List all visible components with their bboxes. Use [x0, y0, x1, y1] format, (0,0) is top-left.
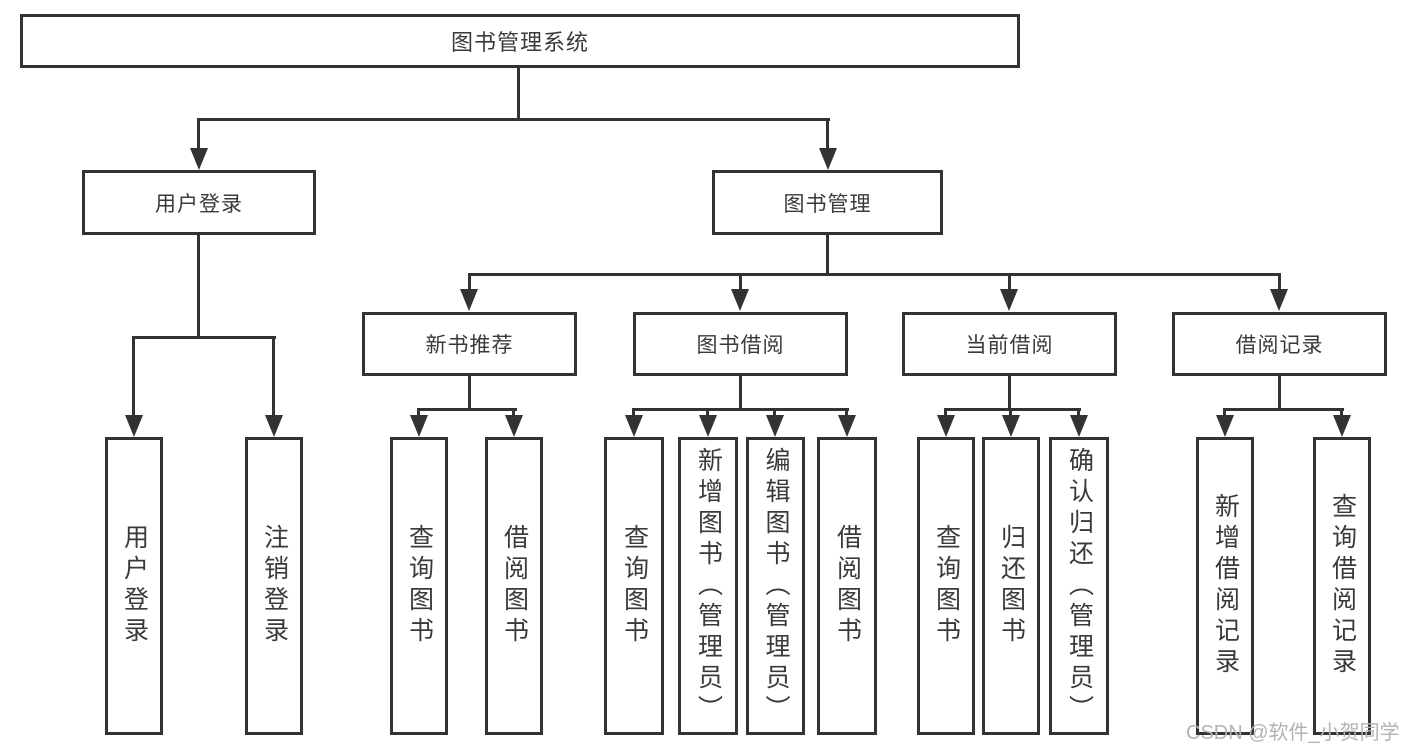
node-library-system: 图书管理系统: [20, 14, 1020, 68]
arrow-down-icon: [1000, 289, 1018, 311]
arrow-down-icon: [625, 415, 643, 437]
connector-user-login-hbar: [132, 336, 276, 339]
connector-leaf-stem: [272, 336, 275, 417]
arrow-down-icon: [505, 415, 523, 437]
node-new-book-recommend: 新书推荐: [362, 312, 577, 376]
node-borrowing-records-label: 借阅记录: [1235, 334, 1324, 357]
leaf-add-borrow-record-label: 新增借阅记录: [1211, 493, 1240, 679]
connector-hbar: [1223, 408, 1344, 411]
leaf-add-book-admin-label: 新增图书（管理员）: [694, 446, 723, 726]
node-borrowing-records: 借阅记录: [1172, 312, 1387, 376]
connector-hbar: [632, 408, 849, 411]
node-book-borrowing-label: 图书借阅: [696, 334, 785, 357]
leaf-query-borrow-record-label: 查询借阅记录: [1328, 493, 1357, 679]
node-book-management: 图书管理: [712, 170, 943, 235]
connector-level2-hbar: [468, 273, 1281, 276]
connector-vline: [1008, 374, 1011, 408]
connector-book-management-stem: [826, 118, 829, 150]
connector-user-login-stem: [197, 118, 200, 150]
connector-root-stem: [517, 66, 520, 118]
node-new-book-recommend-label: 新书推荐: [425, 334, 514, 357]
connector-branch-stem: [1008, 273, 1011, 291]
arrow-down-icon: [190, 148, 208, 170]
leaf-query-books-borrow-label: 查询图书: [620, 524, 649, 648]
arrow-down-icon: [1002, 415, 1020, 437]
arrow-down-icon: [937, 415, 955, 437]
node-book-borrowing: 图书借阅: [633, 312, 848, 376]
connector-leaf-stem: [132, 336, 135, 417]
connector-branch-stem: [1278, 273, 1281, 291]
node-current-borrowing-label: 当前借阅: [965, 334, 1054, 357]
leaf-borrow-books-borrow: 借阅图书: [817, 437, 877, 735]
connector-leaf-stem: [1009, 408, 1012, 418]
connector-user-login-vline: [197, 233, 200, 336]
connector-leaf-stem: [944, 408, 947, 418]
arrow-down-icon: [699, 415, 717, 437]
leaf-query-books-borrow: 查询图书: [604, 437, 664, 735]
arrow-down-icon: [766, 415, 784, 437]
connector-vline: [1278, 374, 1281, 408]
csdn-watermark: CSDN @软件_小贺同学: [1186, 722, 1400, 744]
connector-leaf-stem: [512, 408, 515, 418]
connector-branch-stem: [468, 273, 471, 291]
arrow-down-icon: [1070, 415, 1088, 437]
leaf-return-book: 归还图书: [982, 437, 1040, 735]
connector-leaf-stem: [773, 408, 776, 418]
node-book-management-label: 图书管理: [783, 192, 872, 216]
leaf-query-books-recommend: 查询图书: [390, 437, 448, 735]
node-library-system-label: 图书管理系统: [450, 30, 589, 55]
leaf-query-books-current: 查询图书: [917, 437, 975, 735]
leaf-user-login-label: 用户登录: [120, 524, 149, 648]
arrow-down-icon: [460, 289, 478, 311]
connector-level1-hbar: [197, 118, 830, 121]
node-user-login: 用户登录: [82, 170, 316, 235]
arrow-down-icon: [838, 415, 856, 437]
arrow-down-icon: [265, 415, 283, 437]
arrow-down-icon: [410, 415, 428, 437]
leaf-borrow-books-recommend-label: 借阅图书: [500, 524, 529, 648]
connector-vline: [468, 374, 471, 408]
leaf-logout: 注销登录: [245, 437, 303, 735]
leaf-borrow-books-borrow-label: 借阅图书: [833, 524, 862, 648]
connector-hbar: [417, 408, 517, 411]
leaf-edit-book-admin-label: 编辑图书（管理员）: [762, 446, 790, 726]
connector-branch-stem: [739, 273, 742, 291]
node-current-borrowing: 当前借阅: [902, 312, 1117, 376]
leaf-query-books-current-label: 查询图书: [932, 524, 961, 648]
connector-book-management-vline: [826, 233, 829, 273]
leaf-add-book-admin: 新增图书（管理员）: [678, 437, 738, 735]
arrow-down-icon: [1270, 289, 1288, 311]
leaf-edit-book-admin: 编辑图书（管理员）: [746, 437, 805, 735]
node-user-login-label: 用户登录: [155, 192, 243, 216]
connector-leaf-stem: [1223, 408, 1226, 418]
arrow-down-icon: [1216, 415, 1234, 437]
leaf-user-login: 用户登录: [105, 437, 163, 735]
connector-leaf-stem: [1340, 408, 1343, 418]
leaf-confirm-return-admin-label: 确认归还（管理员）: [1065, 446, 1094, 726]
leaf-return-book-label: 归还图书: [997, 524, 1026, 648]
leaf-query-books-recommend-label: 查询图书: [405, 524, 434, 648]
arrow-down-icon: [731, 289, 749, 311]
connector-vline: [739, 374, 742, 408]
connector-leaf-stem: [845, 408, 848, 418]
connector-leaf-stem: [1077, 408, 1080, 418]
arrow-down-icon: [819, 148, 837, 170]
leaf-logout-label: 注销登录: [260, 524, 289, 648]
arrow-down-icon: [1333, 415, 1351, 437]
leaf-confirm-return-admin: 确认归还（管理员）: [1049, 437, 1109, 735]
connector-hbar: [944, 408, 1081, 411]
leaf-add-borrow-record: 新增借阅记录: [1196, 437, 1254, 735]
connector-leaf-stem: [706, 408, 709, 418]
leaf-borrow-books-recommend: 借阅图书: [485, 437, 543, 735]
arrow-down-icon: [125, 415, 143, 437]
connector-leaf-stem: [632, 408, 635, 418]
connector-leaf-stem: [417, 408, 420, 418]
leaf-query-borrow-record: 查询借阅记录: [1313, 437, 1371, 735]
